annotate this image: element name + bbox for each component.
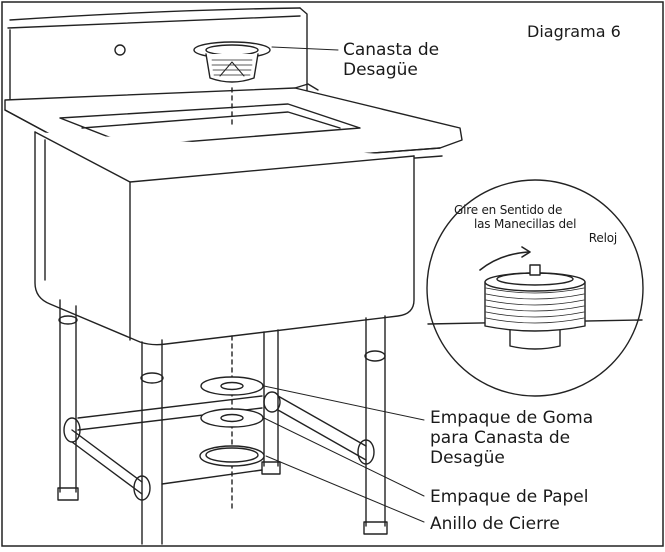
paper-gasket-label: Empaque de Papel [430, 487, 589, 507]
goma-leader [263, 385, 425, 421]
lock-ring-label: Anillo de Cierre [430, 514, 560, 534]
rotate-arrow-icon [521, 246, 531, 258]
detail-inset [426, 179, 644, 397]
backsplash [7, 7, 308, 101]
rubber-gasket-label-line2: para Canasta de [430, 428, 571, 449]
anillo-leader [265, 455, 425, 523]
rubber-gasket-label: Empaque de Goma para Canasta de Desagüe [430, 408, 650, 468]
rotate-instruction-line1: Gire en Sentido de [454, 203, 563, 217]
lock-ring [199, 445, 265, 467]
rubber-gasket [200, 376, 264, 396]
faucet-hole [114, 44, 126, 56]
rotate-instruction: Gire en Sentido de las Manecillas del Re… [452, 203, 617, 245]
drain-basket-label-line1: Canasta de [343, 40, 440, 60]
sink-bowl [34, 131, 415, 346]
crossbars [63, 391, 375, 501]
paper-gasket [200, 408, 264, 428]
sink-legs [57, 299, 388, 545]
rubber-gasket-label-line1: Empaque de Goma [430, 408, 594, 428]
diagram-title: Diagrama 6 [527, 22, 621, 41]
papel-leader [263, 417, 425, 497]
rotate-instruction-line3: Reloj [588, 231, 617, 246]
rotate-instruction-line2: las Manecillas del [474, 217, 577, 232]
rubber-gasket-label-line3: Desagüe [430, 448, 505, 469]
drain-basket-label: Canasta de Desagüe [343, 40, 503, 80]
drain-basket [193, 41, 271, 83]
canasta-leader [271, 46, 339, 51]
drain-basket-label-line2: Desagüe [343, 60, 418, 81]
